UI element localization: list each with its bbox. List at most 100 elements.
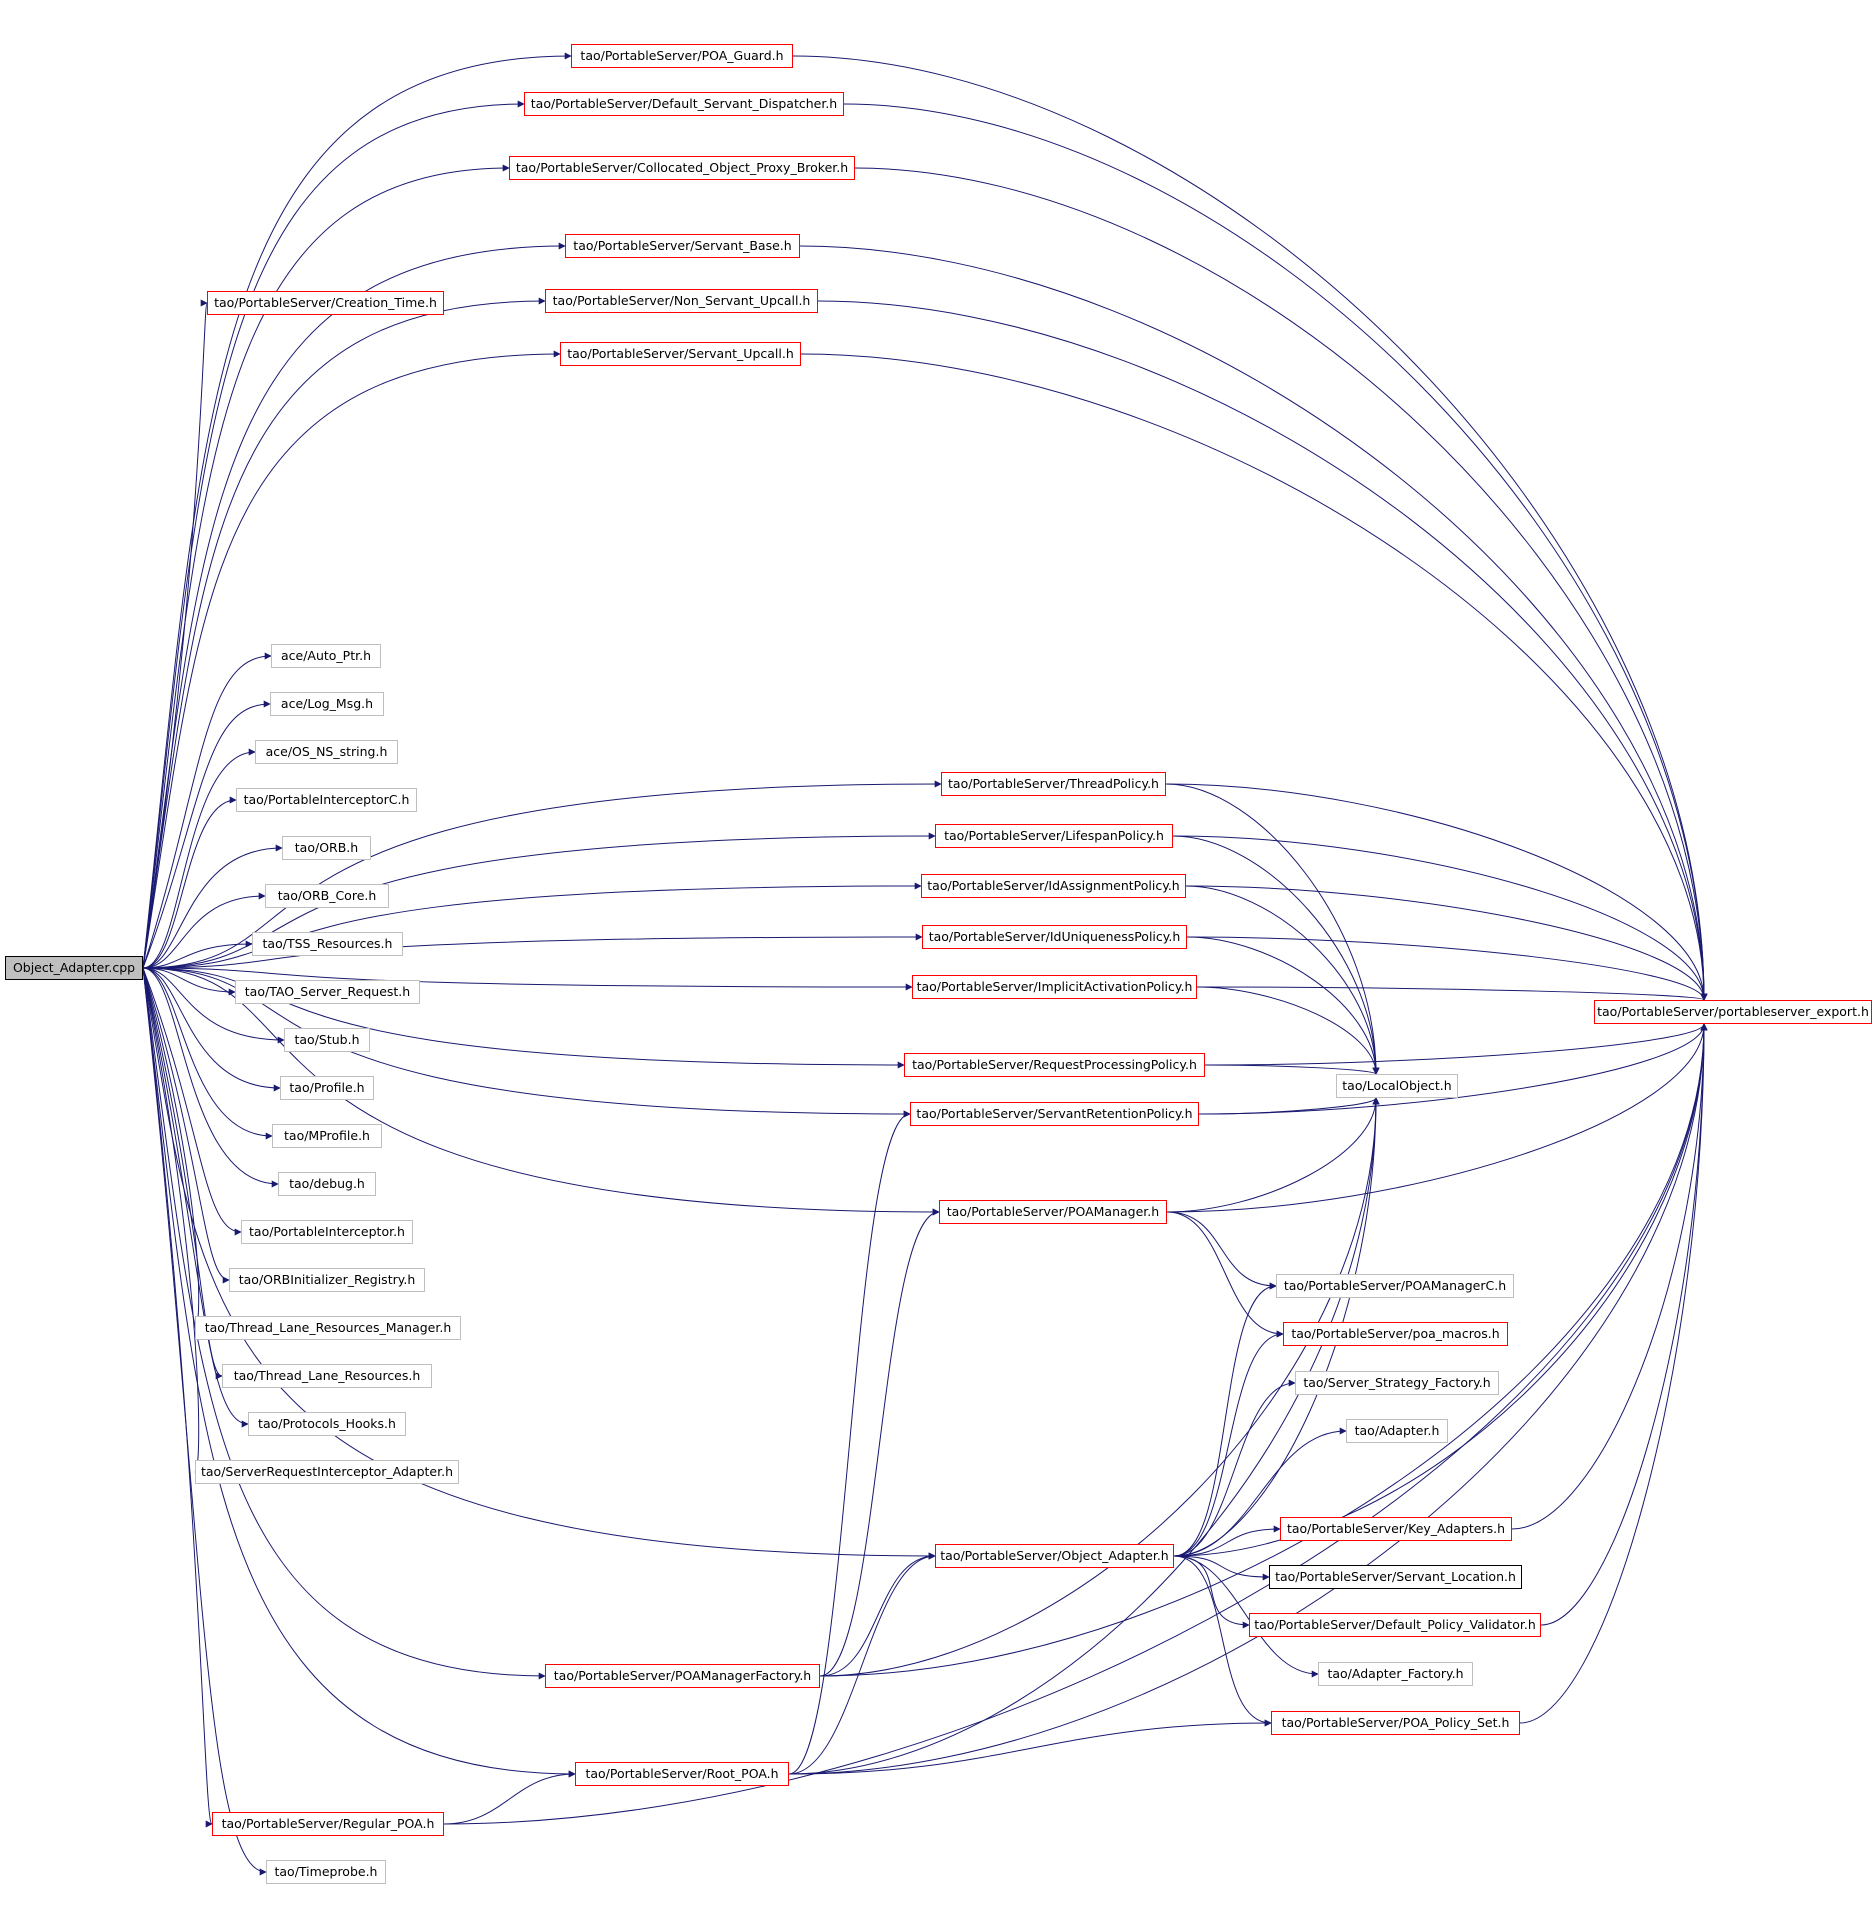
node-adapter-factory[interactable]: tao/Adapter_Factory.h <box>1318 1662 1473 1686</box>
edge-object-adapter-h-to-servant-location <box>1173 1555 1270 1581</box>
edge-root-poa-to-poa-policy-set <box>788 1719 1272 1775</box>
node-server-strategy-factory[interactable]: tao/Server_Strategy_Factory.h <box>1295 1371 1499 1395</box>
edge-poa-guard-to-portableserver-export <box>792 55 1708 1001</box>
node-poa-guard[interactable]: tao/PortableServer/POA_Guard.h <box>571 44 793 68</box>
edge-object-adapter-h-to-adapter-factory <box>1173 1555 1319 1678</box>
node-poa-manager-factory[interactable]: tao/PortableServer/POAManagerFactory.h <box>545 1664 820 1688</box>
node-portableserver-export[interactable]: tao/PortableServer/portableserver_export… <box>1594 1000 1872 1024</box>
node-collocated-object-proxy-broker[interactable]: tao/PortableServer/Collocated_Object_Pro… <box>509 156 855 180</box>
node-debug[interactable]: tao/debug.h <box>278 1172 376 1196</box>
node-thread-policy[interactable]: tao/PortableServer/ThreadPolicy.h <box>941 772 1166 796</box>
edge-root-to-request-processing-policy <box>142 967 905 1069</box>
edge-servant-retention-policy-to-portableserver-export <box>1198 1023 1708 1115</box>
node-local-object[interactable]: tao/LocalObject.h <box>1336 1074 1458 1098</box>
node-non-servant-upcall[interactable]: tao/PortableServer/Non_Servant_Upcall.h <box>545 289 818 313</box>
edge-object-adapter-h-to-default-policy-validator <box>1173 1555 1250 1629</box>
node-orbinitializer-registry[interactable]: tao/ORBInitializer_Registry.h <box>229 1268 425 1292</box>
edge-root-to-mprofile <box>142 967 273 1140</box>
node-auto-ptr[interactable]: ace/Auto_Ptr.h <box>271 644 381 668</box>
node-tss-resources[interactable]: tao/TSS_Resources.h <box>252 932 403 956</box>
edge-root-to-os-ns-string <box>142 748 256 969</box>
edge-root-to-orbinitializer-registry <box>142 967 230 1284</box>
node-root-poa[interactable]: tao/PortableServer/Root_POA.h <box>575 1762 789 1786</box>
node-servant-base[interactable]: tao/PortableServer/Servant_Base.h <box>565 234 800 258</box>
node-tao-server-request[interactable]: tao/TAO_Server_Request.h <box>235 980 420 1004</box>
node-poa-macros[interactable]: tao/PortableServer/poa_macros.h <box>1283 1322 1508 1346</box>
node-lifespan-policy[interactable]: tao/PortableServer/LifespanPolicy.h <box>935 824 1173 848</box>
edge-object-adapter-h-to-portableserver-export <box>1173 1023 1708 1557</box>
edge-object-adapter-h-to-key-adapters <box>1173 1525 1281 1557</box>
edge-thread-policy-to-local-object <box>1165 783 1380 1075</box>
edge-poa-manager-to-local-object <box>1166 1097 1380 1213</box>
edge-root-to-regular-poa <box>142 967 213 1828</box>
node-server-request-interceptor-adapter[interactable]: tao/ServerRequestInterceptor_Adapter.h <box>195 1460 459 1484</box>
edge-root-to-default-servant-dispatcher <box>142 100 525 969</box>
edge-default-servant-dispatcher-to-portableserver-export <box>843 103 1708 1001</box>
edge-object-adapter-h-to-adapter <box>1173 1427 1347 1557</box>
edge-poa-manager-factory-to-portableserver-export <box>819 1023 1708 1677</box>
edge-root-to-protocols-hooks <box>142 967 249 1428</box>
edge-id-assignment-policy-to-local-object <box>1185 885 1380 1075</box>
node-id-uniqueness-policy[interactable]: tao/PortableServer/IdUniquenessPolicy.h <box>922 925 1187 949</box>
edge-poa-manager-to-poa-manager-c <box>1166 1211 1277 1290</box>
node-key-adapters[interactable]: tao/PortableServer/Key_Adapters.h <box>1280 1517 1512 1541</box>
edge-root-poa-to-local-object <box>788 1097 1380 1775</box>
edge-root-to-debug <box>142 967 279 1188</box>
edge-root-to-non-servant-upcall <box>142 297 546 969</box>
node-implicit-activation-policy[interactable]: tao/PortableServer/ImplicitActivationPol… <box>912 975 1197 999</box>
node-protocols-hooks[interactable]: tao/Protocols_Hooks.h <box>248 1412 406 1436</box>
node-thread-lane-resources-manager[interactable]: tao/Thread_Lane_Resources_Manager.h <box>195 1316 461 1340</box>
node-creation-time[interactable]: tao/PortableServer/Creation_Time.h <box>207 291 444 315</box>
node-servant-location[interactable]: tao/PortableServer/Servant_Location.h <box>1269 1565 1522 1589</box>
node-poa-policy-set[interactable]: tao/PortableServer/POA_Policy_Set.h <box>1271 1711 1520 1735</box>
edge-poa-manager-to-poa-macros <box>1166 1211 1284 1338</box>
node-thread-lane-resources[interactable]: tao/Thread_Lane_Resources.h <box>222 1364 432 1388</box>
edge-collocated-object-proxy-broker-to-portableserver-export <box>854 167 1708 1001</box>
edge-root-to-tao-server-request <box>142 967 236 996</box>
edge-root-to-implicit-activation-policy <box>142 967 913 991</box>
edge-non-servant-upcall-to-portableserver-export <box>817 300 1708 1001</box>
edge-implicit-activation-policy-to-portableserver-export <box>1196 986 1708 1001</box>
edge-object-adapter-h-to-poa-policy-set <box>1173 1555 1272 1727</box>
edge-root-to-creation-time <box>142 299 208 969</box>
node-root[interactable]: Object_Adapter.cpp <box>5 956 143 980</box>
node-mprofile[interactable]: tao/MProfile.h <box>272 1124 382 1148</box>
node-adapter[interactable]: tao/Adapter.h <box>1346 1419 1448 1443</box>
edge-root-to-poa-guard <box>142 52 572 969</box>
node-log-msg[interactable]: ace/Log_Msg.h <box>270 692 384 716</box>
edge-thread-policy-to-portableserver-export <box>1165 783 1708 1001</box>
edge-default-policy-validator-to-portableserver-export <box>1540 1023 1708 1626</box>
node-os-ns-string[interactable]: ace/OS_NS_string.h <box>255 740 398 764</box>
edge-object-adapter-h-to-local-object <box>1173 1097 1380 1557</box>
node-stub[interactable]: tao/Stub.h <box>284 1028 370 1052</box>
edge-root-to-poa-manager <box>142 967 940 1216</box>
edge-object-adapter-h-to-server-strategy-factory <box>1173 1379 1296 1557</box>
node-orb[interactable]: tao/ORB.h <box>282 836 371 860</box>
edge-request-processing-policy-to-portableserver-export <box>1204 1023 1708 1066</box>
node-orb-core[interactable]: tao/ORB_Core.h <box>265 884 389 908</box>
node-object-adapter-h[interactable]: tao/PortableServer/Object_Adapter.h <box>935 1544 1174 1568</box>
node-default-policy-validator[interactable]: tao/PortableServer/Default_Policy_Valida… <box>1249 1613 1541 1637</box>
node-servant-retention-policy[interactable]: tao/PortableServer/ServantRetentionPolic… <box>910 1102 1199 1126</box>
node-request-processing-policy[interactable]: tao/PortableServer/RequestProcessingPoli… <box>904 1053 1205 1077</box>
edge-servant-base-to-portableserver-export <box>799 245 1708 1001</box>
node-portable-interceptor-c[interactable]: tao/PortableInterceptorC.h <box>236 788 417 812</box>
node-default-servant-dispatcher[interactable]: tao/PortableServer/Default_Servant_Dispa… <box>524 92 844 116</box>
node-servant-upcall[interactable]: tao/PortableServer/Servant_Upcall.h <box>560 342 801 366</box>
edge-id-uniqueness-policy-to-local-object <box>1186 936 1380 1075</box>
edge-root-to-root-poa <box>142 967 576 1778</box>
node-poa-manager-c[interactable]: tao/PortableServer/POAManagerC.h <box>1276 1274 1514 1298</box>
edge-implicit-activation-policy-to-local-object <box>1196 986 1380 1075</box>
edge-root-to-auto-ptr <box>142 652 272 969</box>
node-poa-manager[interactable]: tao/PortableServer/POAManager.h <box>939 1200 1167 1224</box>
edge-root-to-timeprobe <box>142 967 267 1876</box>
node-profile[interactable]: tao/Profile.h <box>280 1076 374 1100</box>
edge-root-to-id-assignment-policy <box>142 882 922 969</box>
edge-root-to-collocated-object-proxy-broker <box>142 164 510 969</box>
node-timeprobe[interactable]: tao/Timeprobe.h <box>266 1860 386 1884</box>
edge-id-uniqueness-policy-to-portableserver-export <box>1186 936 1708 1001</box>
node-regular-poa[interactable]: tao/PortableServer/Regular_POA.h <box>212 1812 444 1836</box>
node-portable-interceptor[interactable]: tao/PortableInterceptor.h <box>241 1220 413 1244</box>
node-id-assignment-policy[interactable]: tao/PortableServer/IdAssignmentPolicy.h <box>921 874 1186 898</box>
edge-root-to-thread-lane-resources <box>142 967 223 1380</box>
